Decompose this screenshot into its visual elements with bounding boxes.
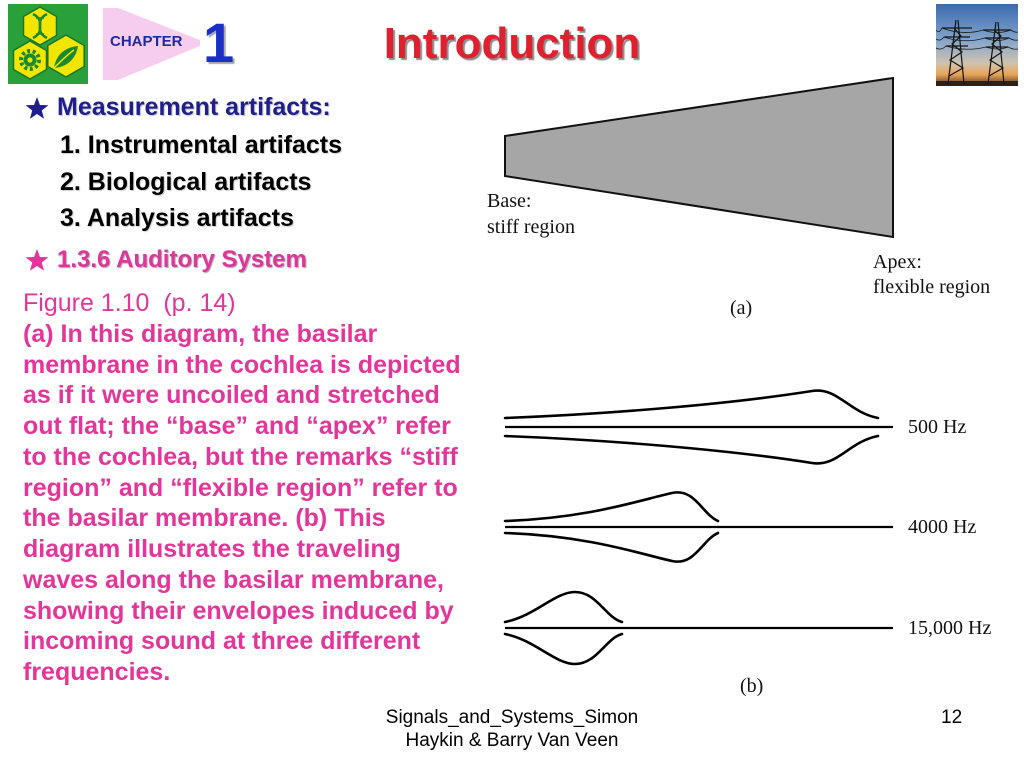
basilar-membrane-shape [504,76,894,239]
envelope-4000hz-upper [503,491,720,523]
caption-line: membrane in the cochlea is depicted [23,350,461,379]
dna-helix-icon [32,12,48,40]
caption-line: frequencies. [23,658,171,686]
caption-heading: Figure 1.10 (p. 14) [23,289,236,317]
star-icon [25,97,49,119]
pylon-left [942,19,972,85]
bullet-heading-auditory-system: 1.3.6 Auditory System [57,246,307,273]
power-wires [936,27,1018,50]
frequency-label-500hz: 500 Hz [908,416,966,438]
subitem-biological-artifacts: 2. Biological artifacts [60,168,312,196]
caption-line: out flat; the “base” and “apex” refer [23,412,451,440]
chapter-label: CHAPTER [110,33,183,50]
footer-source: Signals_and_Systems_Simon Haykin & Barry… [312,706,712,752]
caption-line: showing their envelopes induced by [23,596,454,625]
apex-label: Apex: [873,251,922,273]
leaf-icon [53,46,78,69]
chapter-number: 1 [203,11,235,74]
envelope-4000hz-lower [503,531,720,563]
base-label: Base: [487,190,531,212]
caption-line: incoming sound at three different [23,627,421,656]
envelope-500hz-upper [503,389,880,420]
footer-source-line-1: Signals_and_Systems_Simon [385,707,639,728]
chapter-pennant [103,8,200,80]
panel-b-label: (b) [740,675,763,697]
basilar-membrane-figure: Base: stiff region Apex: flexible region… [487,76,991,697]
footer-source-line-2: Haykin & Barry Van Veen [405,730,619,751]
frequency-label-15000hz: 15,000 Hz [908,617,991,639]
bullet-heading-measurement-artifacts: Measurement artifacts: [57,93,331,121]
frequency-label-4000hz: 4000 Hz [908,516,976,538]
star-icon [25,249,49,271]
caption-line: region” and “flexible region” refer to [23,473,458,502]
page-number: 12 [941,707,963,728]
figure-caption: Figure 1.10 (p. 14) (a) In this diagram,… [23,288,483,688]
envelope-15000hz-upper [503,590,624,624]
flexible-region-label: flexible region [873,276,990,298]
caption-line: waves along the basilar membrane, [23,565,444,594]
caption-line: (a) In this diagram, the basilar [23,319,378,348]
envelope-500hz-lower [503,434,880,465]
subitem-instrumental-artifacts: 1. Instrumental artifacts [60,131,343,159]
hexagon-logo-icon [8,4,88,84]
stiff-region-label: stiff region [487,216,575,238]
caption-line: diagram illustrates the traveling [23,535,401,563]
subitem-analysis-artifacts: 3. Analysis artifacts [60,204,294,232]
page-title: Introduction [383,19,641,68]
caption-line: the basilar membrane. (b) This [23,504,386,533]
envelope-15000hz-lower [503,632,624,666]
power-lines-photo [936,4,1018,86]
caption-line: as if it were uncoiled and stretched [23,381,440,410]
gear-icon [19,49,41,71]
panel-a-label: (a) [730,297,752,319]
caption-line: to the cochlea, but the remarks “stiff [23,442,458,471]
